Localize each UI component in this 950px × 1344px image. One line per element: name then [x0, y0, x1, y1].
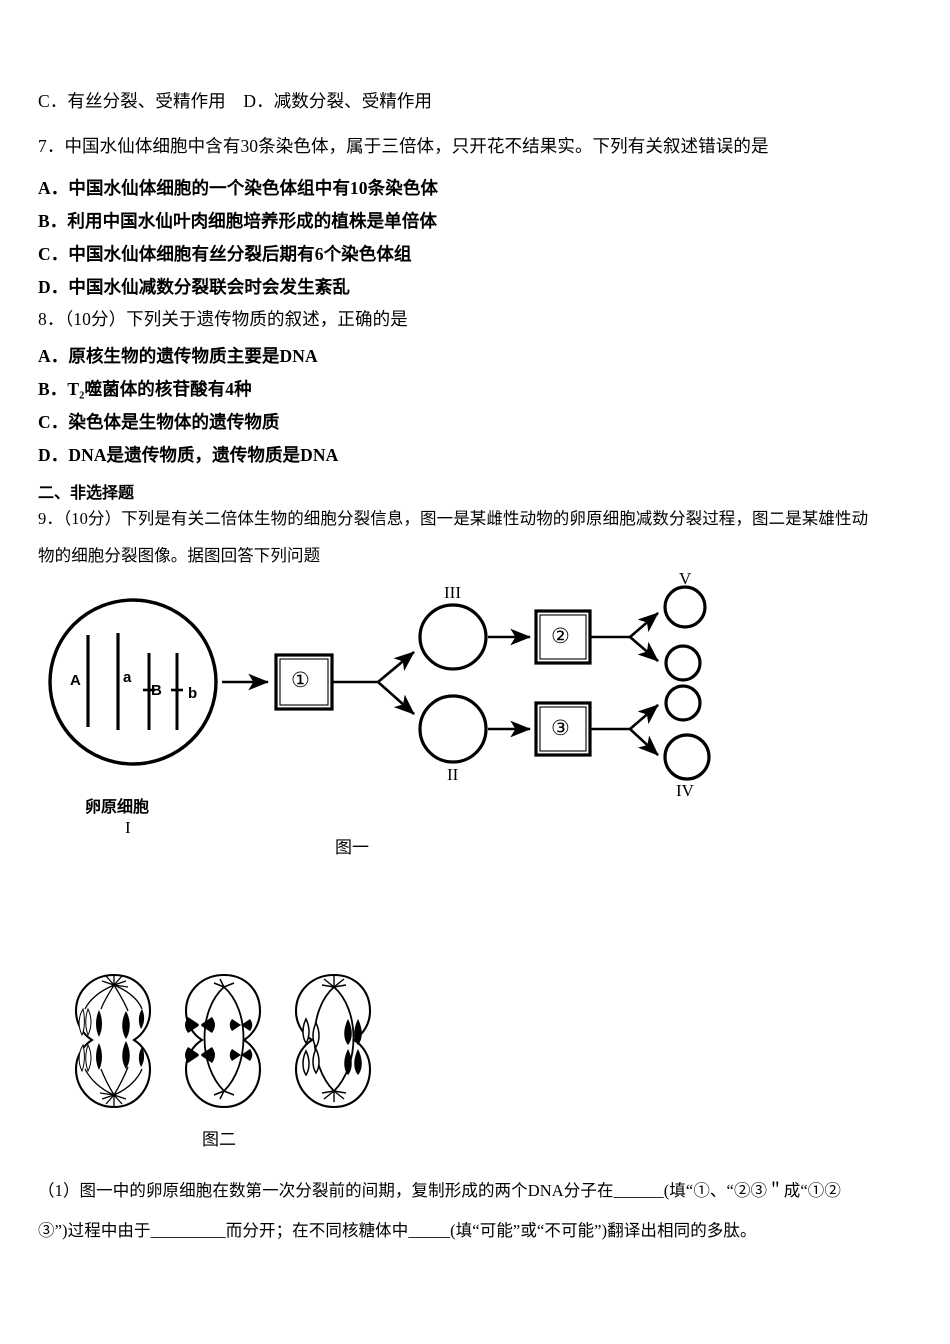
cell-2-centrosome-top [213, 978, 235, 988]
figure-two-svg [74, 973, 372, 1109]
process-box-2 [534, 609, 592, 665]
question-8-option-b: B．T₂噬菌体的核苷酸有4种 [38, 379, 252, 399]
oogonium-label: 卵原细胞 [85, 799, 150, 816]
cell-1-chromosomes-bottom [78, 1041, 145, 1073]
cell-3-aster-bottom [321, 1090, 347, 1102]
chromosome-label-A: A [70, 672, 81, 689]
arrow-to-polar-body-1 [629, 636, 659, 662]
process-box-2-label: ② [551, 624, 570, 648]
cell-2-spindle [203, 986, 245, 1092]
question-7-stem: 7．中国水仙体细胞中含有30条染色体，属于三倍体，只开花不结果实。下列有关叙述错… [38, 135, 918, 157]
question-8-stem: 8．（10分）下列关于遗传物质的叙述，正确的是 [38, 308, 918, 330]
arrow-to-polar-body-2 [629, 704, 659, 730]
product-cell-polar-body-2 [664, 684, 702, 722]
process-box-1-inner [279, 658, 329, 706]
question-8-number: 8． [38, 309, 65, 329]
question-9-sub-1-line-1: （1）图一中的卵原细胞在数第一次分裂前的间期，复制形成的两个DNA分子在____… [38, 1181, 841, 1200]
product-IV-label: IV [676, 781, 694, 800]
cell-3-membrane [294, 973, 372, 1109]
cell-3-aster-top [321, 976, 347, 988]
arrow-to-cell-II [377, 681, 415, 715]
cell-III [418, 603, 488, 671]
product-cell-V [663, 585, 707, 629]
cell-1-membrane [74, 973, 152, 1109]
question-8-option-d: D．DNA是遗传物质，遗传物质是DNA [38, 445, 339, 465]
process-box-2-inner [539, 614, 587, 660]
cell-1-chromosomes-top [78, 1007, 145, 1039]
question-8-stem-text: （10分）下列关于遗传物质的叙述，正确的是 [64, 309, 408, 329]
oogonium-cell [48, 598, 218, 766]
question-8-option-a: A．原核生物的遗传物质主要是DNA [38, 346, 318, 366]
chromosome-label-a: a [123, 669, 132, 686]
figure-one-svg [48, 585, 711, 781]
cell-2-centrosome-bottom [213, 1090, 235, 1100]
question-9-stem-line2: 物的细胞分裂图像。据图回答下列问题 [38, 546, 321, 565]
figure-two-cell-3 [294, 973, 372, 1109]
cell-1-fibers-top [84, 984, 143, 1012]
arrow-to-product-IV [629, 728, 659, 756]
cell-3-chromosomes-left [302, 1017, 320, 1077]
figure-two-caption: 图二 [202, 1130, 236, 1149]
question-9-sub-1-line-2: ③”)过程中由于_________而分开；在不同核糖体中_____(填“可能”或… [38, 1221, 757, 1240]
question-7-stem-text: 中国水仙体细胞中含有30条染色体，属于三倍体，只开花不结果实。下列有关叙述错误的… [64, 136, 769, 156]
question-9-stem-line1: 9．（10分）下列是有关二倍体生物的细胞分裂信息，图一是某雌性动物的卵原细胞减数… [38, 508, 918, 530]
question-7-number: 7． [38, 136, 65, 156]
chromosome-label-B: B [151, 682, 162, 699]
cell-1-spindle-pole-top [101, 974, 129, 988]
question-9-stem-text-1: （10分）下列是有关二倍体生物的细胞分裂信息，图一是某雌性动物的卵原细胞减数分裂… [62, 509, 869, 528]
figure-two-cell-2 [184, 973, 262, 1109]
question-6-options-cd: C．有丝分裂、受精作用 D．减数分裂、受精作用 [38, 91, 433, 111]
figure-two: 图二 [40, 960, 420, 1160]
cell-II-label: II [447, 765, 459, 784]
cell-2-chromosomes [185, 1017, 253, 1063]
product-V-label: V [679, 569, 692, 588]
arrow-to-cell-III [377, 651, 415, 683]
arrow-to-product-V [629, 612, 659, 638]
cell-3-chromosomes-right [344, 1019, 362, 1075]
process-box-3-label: ③ [551, 716, 570, 740]
product-cell-IV [663, 733, 711, 781]
chromosome-label-b: b [188, 685, 198, 702]
process-box-1-label: ① [291, 668, 310, 692]
figure-two-cell-1 [74, 973, 152, 1109]
section-two-title: 二、非选择题 [38, 485, 135, 502]
question-7-option-c: C．中国水仙体细胞有丝分裂后期有6个染色体组 [38, 244, 412, 264]
cell-III-label: III [444, 583, 461, 602]
question-7-option-d: D．中国水仙减数分裂联会时会发生紊乱 [38, 277, 350, 297]
cell-1-fibers-bottom [84, 1066, 143, 1096]
figure-one: A a B b ① ② ③ III II V IV 卵原细胞 I 图一 [30, 569, 730, 865]
question-7-option-a: A．中国水仙体细胞的一个染色体组中有10条染色体 [38, 178, 439, 198]
question-8-option-c: C．染色体是生物体的遗传物质 [38, 412, 280, 432]
question-7-option-b: B．利用中国水仙叶肉细胞培养形成的植株是单倍体 [38, 211, 437, 231]
process-box-3-inner [539, 706, 587, 752]
question-9-number: 9． [38, 509, 63, 528]
process-box-3 [534, 701, 592, 757]
cell-II [418, 694, 488, 764]
figure-one-caption: 图一 [335, 838, 369, 857]
product-cell-polar-body-1 [664, 644, 702, 682]
oogonium-roman-label: I [125, 818, 131, 837]
cell-2-membrane [184, 973, 262, 1109]
